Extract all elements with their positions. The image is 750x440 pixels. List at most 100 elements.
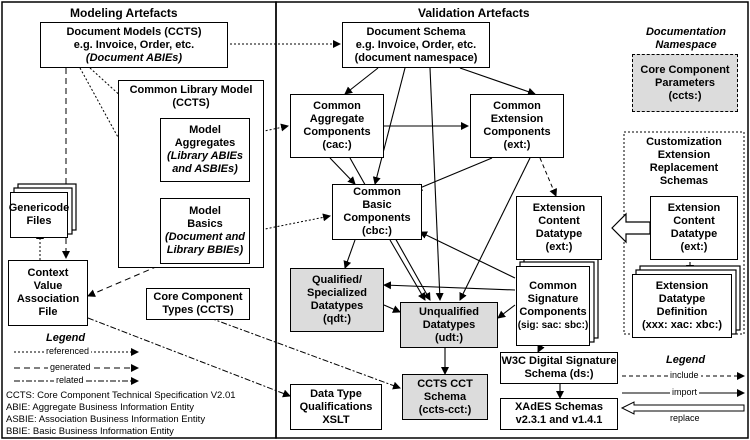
cbc-line-4: (cbc:) [362, 225, 392, 237]
edge-ext-udt [459, 157, 531, 301]
qdt-line-2: Specialized [307, 287, 367, 299]
sig-line-3: Components [519, 306, 587, 318]
edge-ext-ecd-import [539, 157, 557, 197]
modeling-panel-title: Modeling Artefacts [70, 6, 178, 20]
edge-basics-cva-generated [87, 265, 159, 297]
customization-group-title: Customization Extension Replacement Sche… [626, 136, 742, 188]
edge-aggregates-cac-ref [249, 123, 289, 135]
extension-content-datatype-replacement-box[interactable]: Extension Content Datatype (ext:) [650, 196, 738, 260]
udt-line-2: Datatypes [422, 318, 476, 331]
abbreviation-bbie: BBIE: Basic Business Information Entity [6, 426, 174, 437]
core-component-types-box[interactable]: Core Component Types (CCTS) [146, 288, 250, 320]
extension-content-datatype-box[interactable]: Extension Content Datatype (ext:) [516, 196, 602, 260]
model-aggregates-line-3: (Library ABIEs [166, 150, 243, 162]
qdt-line-3: Datatypes [310, 300, 364, 312]
udt-line-1: Unqualified [419, 305, 479, 318]
cac-line-1: Common [313, 100, 361, 112]
edge-cbc-udt [389, 239, 426, 301]
cac-line-2: Aggregate [309, 113, 365, 125]
model-aggregates-line-1: Model [189, 124, 221, 136]
genericode-files-line-2: Files [26, 215, 52, 227]
edge-cbc-qdt [343, 239, 356, 269]
abbreviation-abie: ABIE: Aggregate Business Information Ent… [6, 402, 194, 413]
extension-datatype-definition-box[interactable]: Extension Datatype Definition (xxx: xac:… [632, 274, 732, 338]
abbreviation-ccts: CCTS: Core Component Technical Specifica… [6, 390, 236, 401]
core-component-parameters-box[interactable]: Core Component Parameters (ccts:) [632, 54, 738, 112]
ext-line-3: Components [483, 126, 551, 138]
xades-line-2: v2.3.1 and v1.4.1 [515, 414, 603, 426]
edge-cac-cbc [329, 157, 356, 185]
ecd-repl-line-1: Extension [667, 202, 721, 214]
common-aggregate-components-box[interactable]: Common Aggregate Components (cac:) [290, 94, 384, 158]
left-legend-title: Legend [46, 332, 86, 344]
edge-docschema-udt [429, 67, 444, 301]
common-library-model-line-2: (CCTS) [172, 97, 210, 109]
common-extension-components-box[interactable]: Common Extension Components (ext:) [470, 94, 564, 158]
documentation-namespace-line-2: Namespace [655, 39, 717, 51]
document-models-line-3: (Document ABIEs) [85, 51, 183, 64]
ccp-line-1: Core Component [640, 63, 730, 76]
edge-cva-dtq-related [87, 317, 291, 398]
right-legend-title: Legend [666, 354, 706, 366]
document-models-line-1: Document Models (CCTS) [66, 25, 202, 38]
model-aggregates-box[interactable]: Model Aggregates (Library ABIEs and ASBI… [160, 118, 250, 182]
legend-replace-arrow [620, 401, 745, 415]
dtq-line-1: Data Type [310, 387, 362, 400]
common-library-model-line-1: Common Library Model [129, 84, 253, 96]
cva-line-3: Association [16, 293, 80, 305]
unqualified-datatypes-box[interactable]: Unqualified Datatypes (udt:) [400, 302, 498, 348]
ecd-line-4: (ext:) [545, 241, 573, 253]
edge-docschema-cac [344, 67, 379, 95]
qualified-datatypes-box[interactable]: Qualified/ Specialized Datatypes (qdt:) [290, 268, 384, 332]
documentation-namespace-title: Documentation Namespace [628, 26, 744, 52]
xades-schemas-box[interactable]: XAdES Schemas v2.3.1 and v1.4.1 [500, 398, 618, 430]
edge-sig-udt [497, 304, 516, 319]
edd-line-3: Definition [656, 306, 708, 318]
customization-line-4: Schemas [659, 175, 709, 187]
ccts-cct-schema-box[interactable]: CCTS CCT Schema (ccts-cct:) [402, 374, 488, 420]
documentation-namespace-line-1: Documentation [645, 26, 727, 38]
cbc-line-1: Common [353, 186, 401, 198]
cva-line-4: File [38, 306, 58, 318]
qdt-line-1: Qualified/ [311, 274, 363, 286]
ecd-line-1: Extension [532, 202, 586, 214]
document-schema-box[interactable]: Document Schema e.g. Invoice, Order, etc… [342, 22, 490, 68]
customization-line-1: Customization [646, 136, 722, 148]
cbc-line-2: Basic [362, 199, 392, 211]
ccts-cct-line-3: (ccts-cct:) [418, 403, 472, 416]
genericode-files-box[interactable]: Genericode Files [9, 192, 69, 238]
abbreviation-asbie: ASBIE: Association Business Information … [6, 414, 206, 425]
edge-sig-cbc [419, 231, 516, 279]
sig-line-1: Common [529, 280, 577, 292]
legend-replace-label: replace [668, 413, 702, 423]
legend-related-label: related [54, 375, 86, 385]
w3c-digital-signature-box[interactable]: W3C Digital Signature Schema (ds:) [500, 352, 618, 384]
edd-line-4: (xxx: xac: xbc:) [641, 319, 723, 331]
ecd-line-3: Datatype [535, 228, 583, 240]
context-value-association-box[interactable]: Context Value Association File [8, 260, 88, 326]
document-models-box[interactable]: Document Models (CCTS) e.g. Invoice, Ord… [40, 22, 228, 68]
w3c-line-1: W3C Digital Signature [501, 355, 617, 367]
edd-line-1: Extension [655, 280, 709, 292]
legend-import-label: import [670, 387, 700, 397]
model-basics-line-2: Basics [187, 218, 223, 230]
replace-big-arrow [611, 212, 651, 244]
edge-sig-qdt [383, 281, 516, 291]
model-basics-line-1: Model [189, 205, 221, 217]
ccp-line-3: (ccts:) [668, 89, 702, 102]
ext-line-1: Common [493, 100, 541, 112]
model-basics-box[interactable]: Model Basics (Document and Library BBIEs… [160, 198, 250, 264]
udt-line-3: (udt:) [434, 331, 464, 344]
w3c-line-2: Schema (ds:) [524, 368, 594, 380]
common-signature-components-box[interactable]: Common Signature Components (sig: sac: s… [516, 266, 590, 346]
core-component-types-line-1: Core Component [153, 291, 243, 303]
cac-line-3: Components [303, 126, 371, 138]
common-basic-components-box[interactable]: Common Basic Components (cbc:) [332, 184, 422, 240]
validation-panel-frame [275, 1, 749, 439]
legend-generated-label: generated [48, 362, 93, 372]
data-type-qualifications-box[interactable]: Data Type Qualifications XSLT [290, 384, 382, 430]
customization-line-3: Replacement [649, 162, 719, 174]
edge-ext-cbc [414, 157, 493, 192]
edge-docschema-ext [459, 67, 536, 96]
document-schema-line-1: Document Schema [366, 25, 466, 38]
